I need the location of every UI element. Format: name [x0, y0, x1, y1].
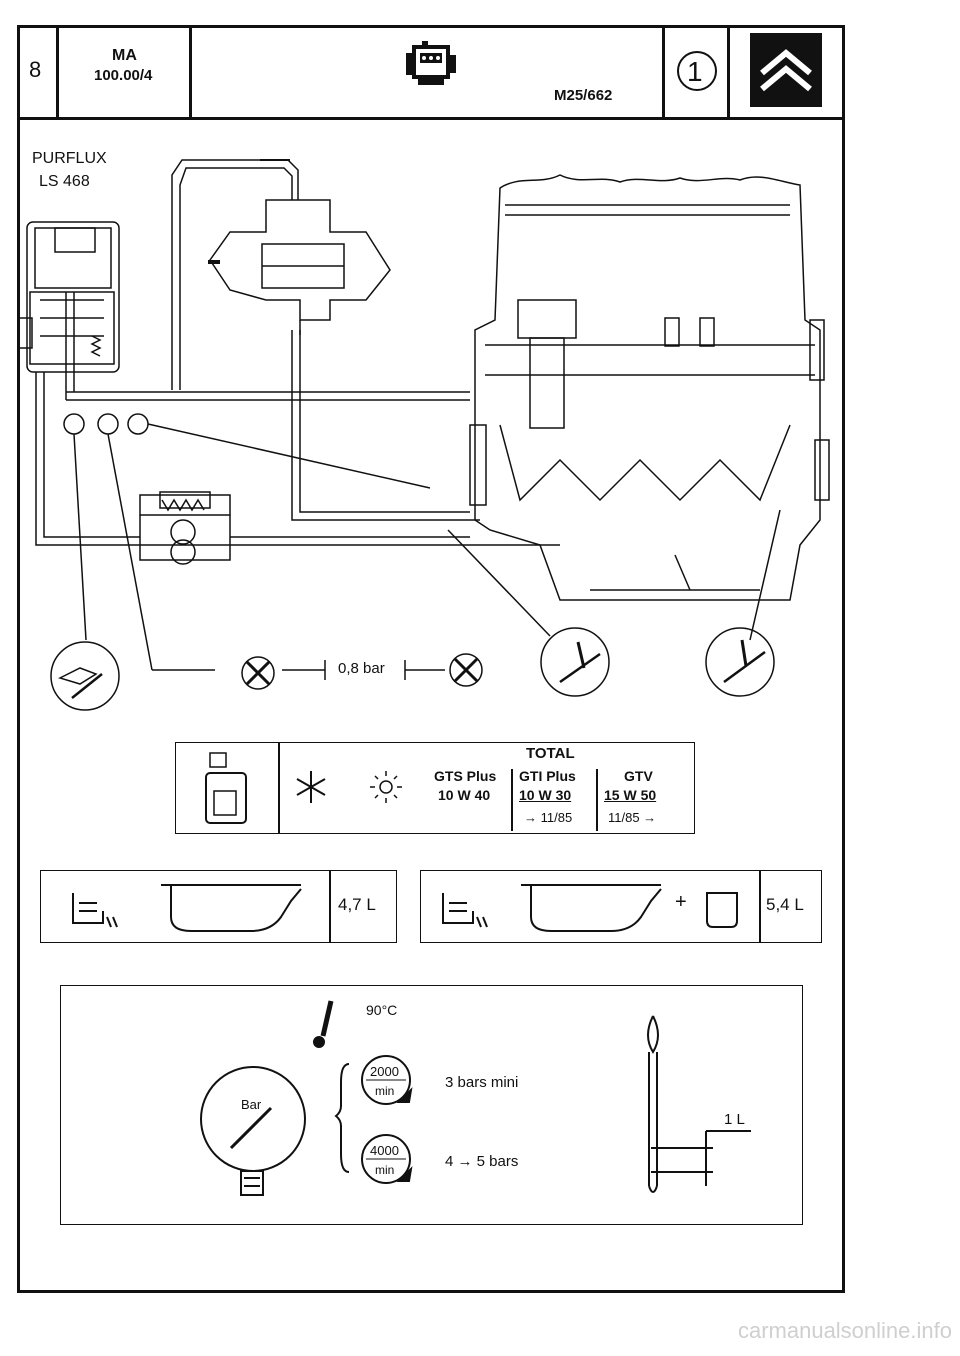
pressure-result-1: 3 bars mini: [445, 1074, 519, 1091]
capacity-with-filter: 5,4 L: [766, 895, 804, 914]
oil-temperature: 90°C: [366, 1002, 398, 1018]
thermometer-icon: [313, 1000, 334, 1048]
capacity-without-filter: 4,7 L: [338, 895, 376, 914]
logo-cell: [730, 25, 842, 117]
oil-spec-table: TOTAL GTS Plus 10 W 40 GTI Plus 10 W 30 …: [175, 742, 695, 834]
reference-line-2: 100.00/4: [94, 67, 153, 84]
pressure-switch-value: 0,8 bar: [338, 660, 385, 677]
sun-icon: [370, 771, 402, 803]
dipstick-mark: 1 L: [724, 1111, 745, 1128]
engine-speed-2: 4000: [370, 1143, 399, 1158]
oil-grade-1-value: 10 W 40: [438, 787, 491, 803]
page-number: 8: [29, 57, 42, 82]
circled-number-cell: 1: [665, 25, 730, 117]
pressure-gauge-icon: [200, 1066, 306, 1196]
pressure-check-box: 90°C Bar 2000 min 4000 min 3 bars mini 4…: [60, 985, 803, 1225]
oil-grade-2-name: GTI Plus: [519, 768, 576, 784]
gauge-unit-label: Bar: [241, 1097, 262, 1112]
oil-grade-2-value: 10 W 30: [519, 787, 572, 803]
reference-line-1: MA: [112, 47, 137, 64]
oil-can-icon: [205, 752, 247, 824]
circled-number: 1: [687, 56, 703, 87]
engine-code: M25/662: [554, 87, 613, 104]
page-number-cell: 8: [17, 25, 59, 117]
citroen-logo: [750, 33, 822, 107]
oil-grade-2-period: → 11/85: [524, 810, 573, 825]
engine-speed-2-unit: min: [375, 1163, 395, 1177]
dipstick-icon: [647, 1015, 751, 1193]
circle-outline: [677, 51, 717, 91]
filter-brand: PURFLUX: [32, 150, 107, 167]
reference-cell: MA 100.00/4: [59, 25, 192, 117]
oil-grade-1-name: GTS Plus: [434, 768, 497, 784]
watermark: carmanualsonline.info: [737, 1318, 952, 1343]
plus-sign: +: [675, 891, 687, 913]
filter-reference: LS 468: [39, 173, 90, 190]
capacity-without-filter-box: 4,7 L: [40, 870, 397, 943]
oil-grade-3-value: 15 W 50: [604, 787, 657, 803]
capacity-with-filter-box: + 5,4 L: [420, 870, 822, 943]
engine-icon: [406, 41, 456, 85]
pressure-check-drawing: [200, 1000, 751, 1196]
oil-brand: TOTAL: [526, 745, 575, 762]
footer: carmanualsonline.info: [0, 1318, 960, 1344]
climate-icons: [296, 771, 402, 803]
pressure-result-2: 4 → 5 bars: [445, 1153, 519, 1170]
oil-grade-3-period: 11/85 →: [608, 810, 657, 825]
sump-drain-icon: [72, 884, 302, 932]
engine-speed-1-unit: min: [375, 1084, 395, 1098]
header-bar: 8 MA 100.00/4 M25/662 1: [17, 25, 845, 120]
oil-grade-3-name: GTV: [624, 768, 653, 784]
snowflake-icon: [296, 771, 326, 803]
engine-cell: M25/662: [192, 25, 665, 117]
sump-and-filter-icon: [442, 884, 738, 932]
tachometer-icon-1: [361, 1055, 413, 1105]
tachometer-icon-2: [361, 1134, 413, 1184]
page-frame: [17, 25, 845, 1293]
engine-speed-1: 2000: [370, 1064, 399, 1079]
